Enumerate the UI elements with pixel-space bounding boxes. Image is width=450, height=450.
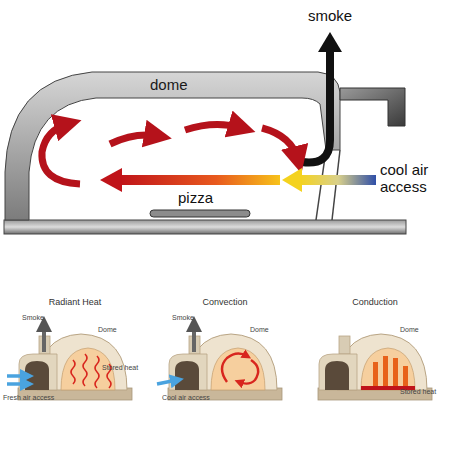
panel-title: Convection <box>202 298 247 308</box>
part-label: Fresh air access <box>3 394 54 402</box>
smoke-arrow-head <box>318 32 342 52</box>
part-label: Stored heat <box>400 388 436 396</box>
smoke-arrow <box>302 50 330 163</box>
chimney-flue <box>340 88 405 126</box>
pizza-shape <box>150 210 250 217</box>
cool-air-arrow <box>300 175 376 185</box>
hot-air-arrow-head <box>100 168 122 192</box>
part-label: Dome <box>250 326 269 334</box>
radiant-panel <box>7 324 132 400</box>
oven-floor <box>4 220 406 234</box>
convection-panel <box>157 324 282 400</box>
air-label: cool air access <box>380 162 446 195</box>
part-label: Smoke <box>172 314 194 322</box>
part-label: Dome <box>400 326 419 334</box>
convection-arrows <box>42 124 298 184</box>
smoke-label: smoke <box>308 8 352 25</box>
pizza-label: pizza <box>178 190 213 207</box>
dome-label: dome <box>150 77 188 94</box>
part-label: Dome <box>98 326 117 334</box>
part-label: Stored heat <box>102 364 138 372</box>
part-label: Smoke <box>22 314 44 322</box>
cool-air-arrow-head <box>282 168 302 192</box>
hot-air-arrow <box>120 175 280 185</box>
part-label: Cool air access <box>162 394 210 402</box>
panel-title: Radiant Heat <box>49 298 102 308</box>
panel-title: Conduction <box>352 298 398 308</box>
dome-shell <box>5 72 340 220</box>
